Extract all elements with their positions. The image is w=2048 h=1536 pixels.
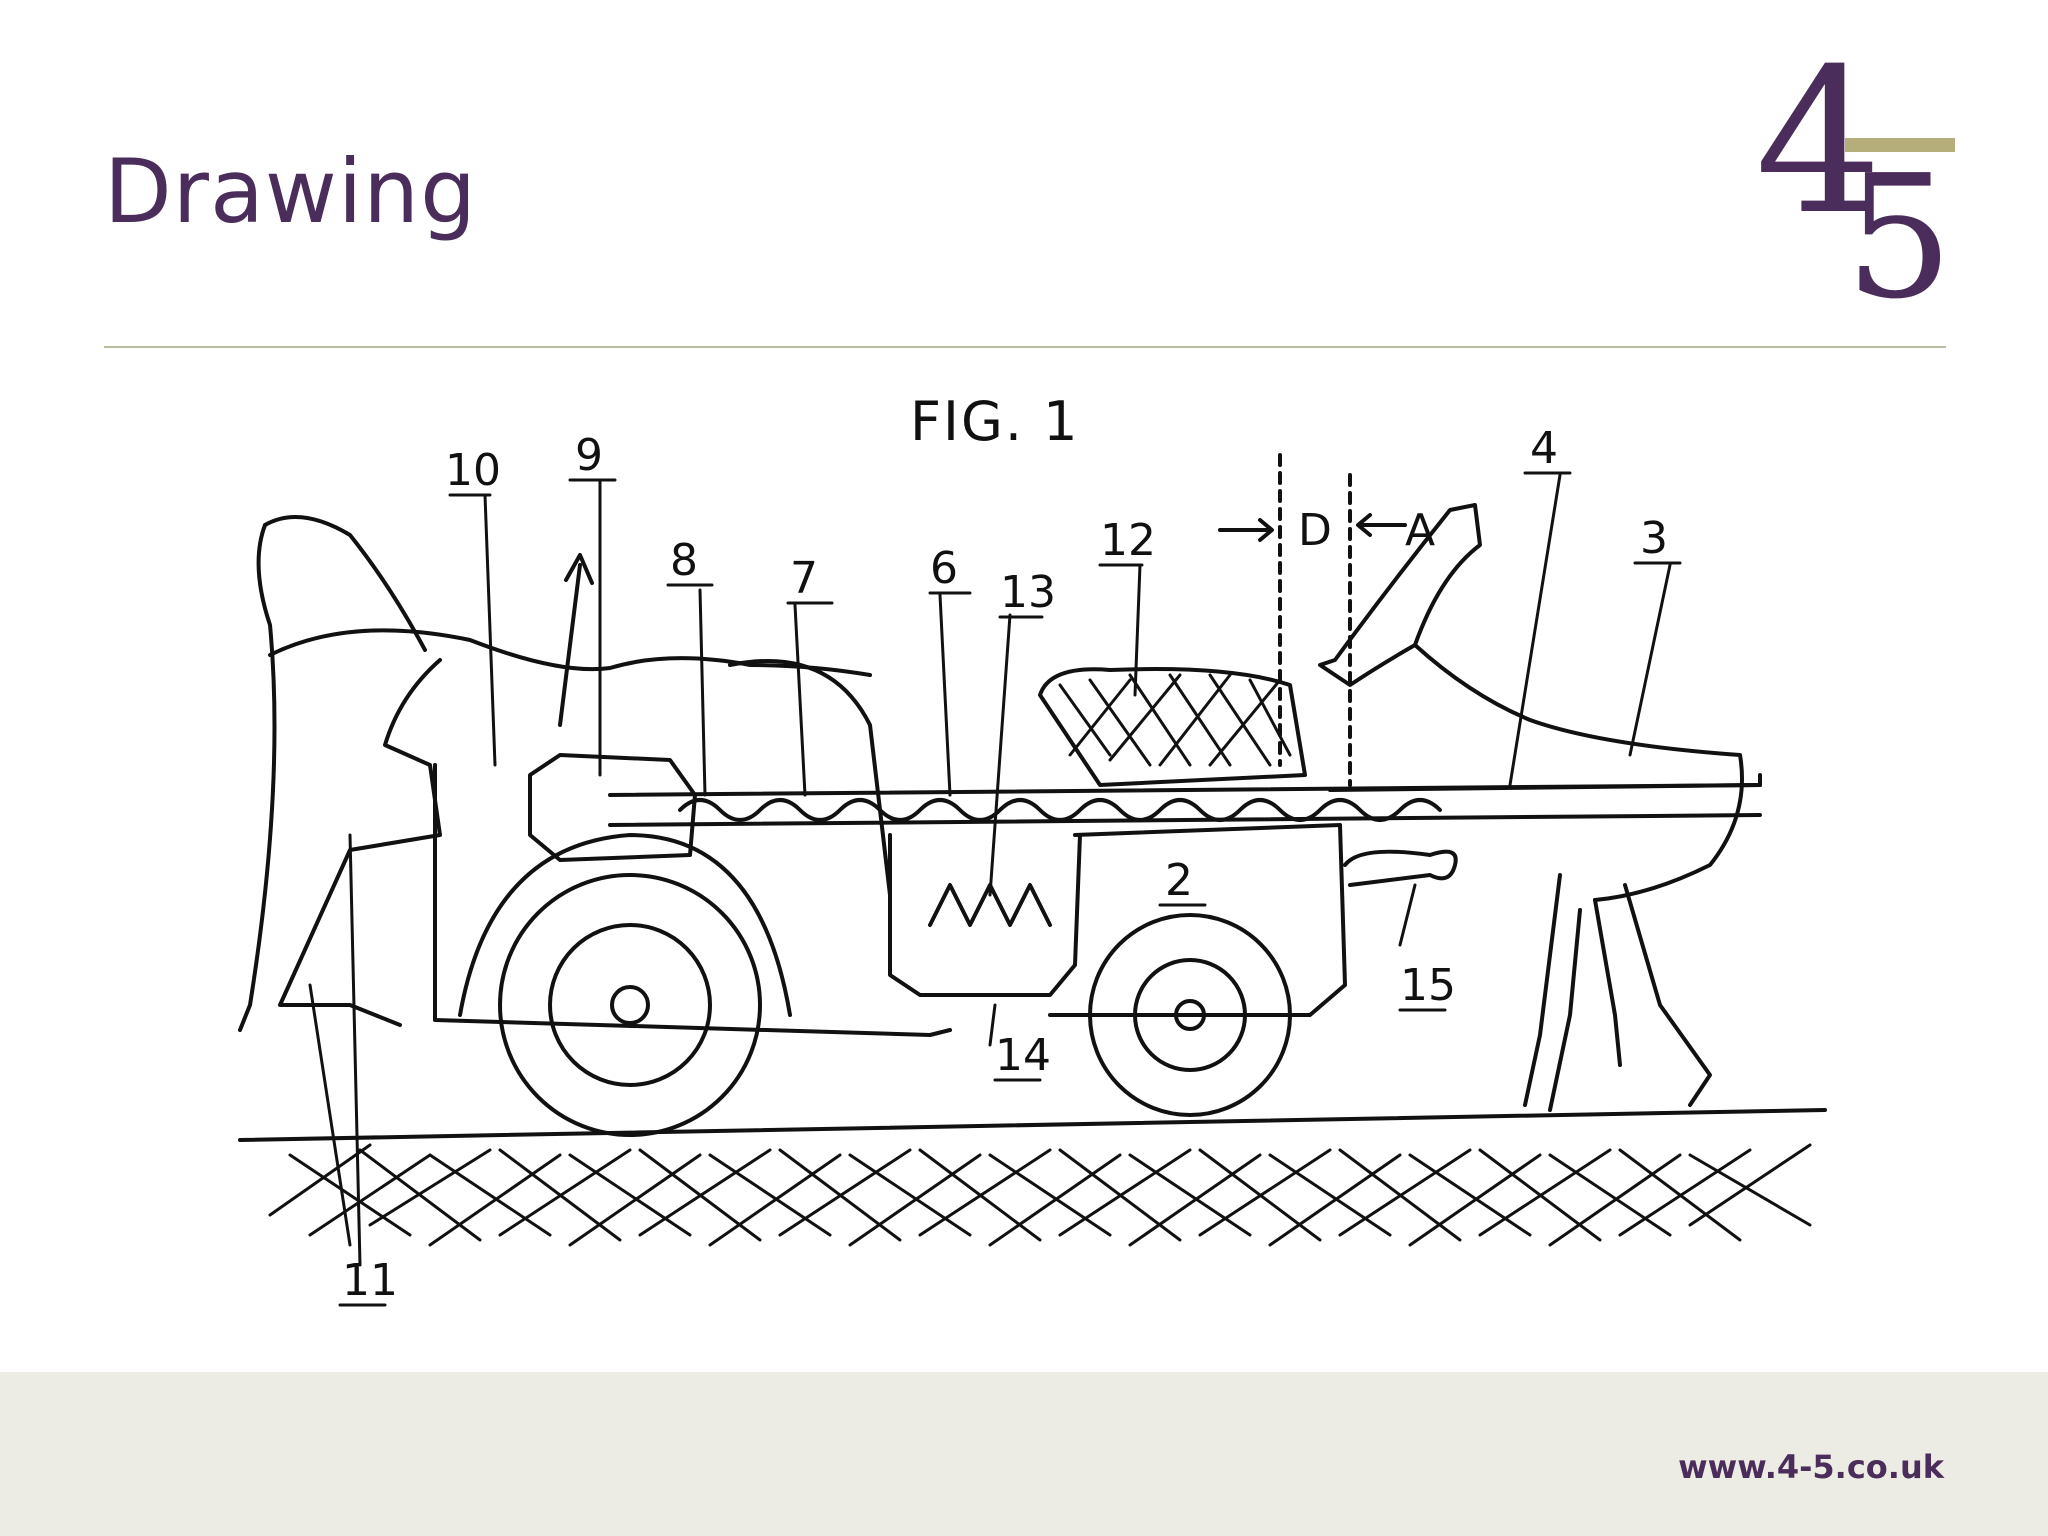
label-14: 14 [995,1030,1051,1081]
label-13: 13 [1000,567,1056,618]
patent-drawing: FIG. 1 10 9 8 7 6 13 12 D A 4 3 2 15 14 … [238,390,1827,1307]
label-9: 9 [575,430,603,481]
ground-hatching [268,1143,1812,1247]
car-body [278,658,442,1027]
horse-front-legs [1523,873,1622,1107]
arrow-A-rear [558,553,594,727]
horse-head [1318,503,1482,687]
car-rear-box [433,763,952,1037]
rear-wheel-arch [458,833,792,1017]
drive-box [528,753,697,862]
logo-digit-5: 5 [1845,139,1953,301]
label-8: 8 [670,535,698,586]
horse-neck [1413,643,1744,902]
label-12: 12 [1100,515,1156,566]
front-bumper [1343,849,1458,887]
front-wheel-inner [1133,958,1247,1072]
front-wheel-hub [1174,999,1206,1031]
label-3: 3 [1640,513,1668,564]
label-D: D [1298,505,1332,556]
figure-caption: FIG. 1 [910,390,1080,453]
rear-wheel-outer [498,873,762,1137]
dimension-arrows [1218,513,1407,542]
label-7: 7 [790,553,818,604]
car-roofline [268,628,872,677]
label-10: 10 [445,445,501,496]
slide-title: Drawing [104,140,477,243]
horse-back-legs [1548,883,1712,1112]
label-A: A [1405,505,1435,556]
leader-underlines [338,471,1682,1307]
logo-dash [1845,138,1955,152]
label-11: 11 [342,1255,398,1306]
screw-shaft-bottom [608,813,1762,827]
pole-4 [1328,773,1762,792]
website-url[interactable]: www.4-5.co.uk [1678,1448,1944,1486]
car-front-body [888,833,1082,997]
label-4: 4 [1530,423,1558,474]
front-wheel-outer [1088,913,1292,1117]
footer-band [0,1372,2048,1536]
label-6: 6 [930,543,958,594]
basket-weave [1058,673,1292,767]
label-15: 15 [1400,960,1456,1011]
rear-wheel-inner [548,923,712,1087]
car-tailfin [238,515,427,1032]
rear-wheel-hub [610,985,650,1025]
car-hood [728,659,892,897]
title-divider [104,346,1946,348]
screw-thread [678,798,1442,822]
company-logo: 4 5 [1755,36,1955,301]
leader-lines [308,473,1672,1267]
front-body-panel [1048,823,1347,1017]
label-2: 2 [1165,855,1193,906]
ground-line [238,1108,1827,1142]
